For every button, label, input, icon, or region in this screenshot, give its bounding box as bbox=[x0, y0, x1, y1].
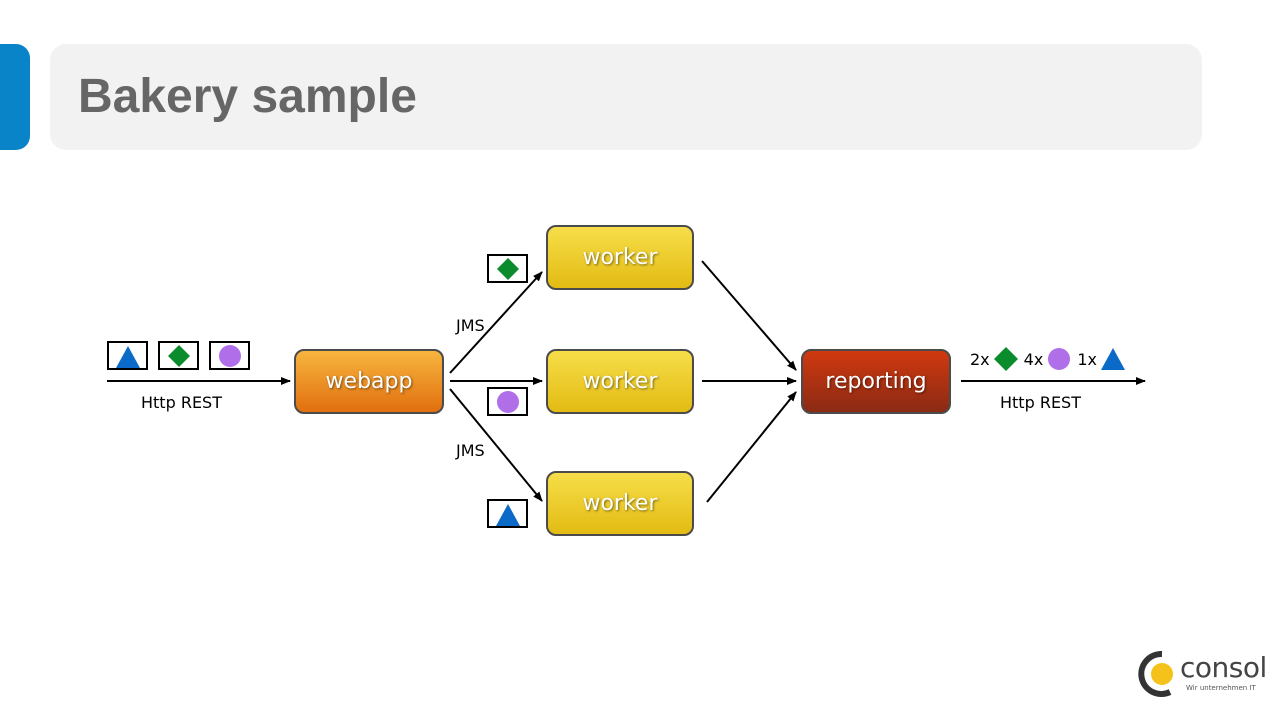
triangle-icon bbox=[116, 346, 140, 368]
output-summary: 2x 4x 1x bbox=[970, 344, 1127, 374]
input-circle-box bbox=[209, 341, 250, 370]
input-label: Http REST bbox=[141, 393, 222, 412]
worker-node-middle: worker bbox=[546, 349, 694, 414]
worker-middle-circle-box bbox=[487, 387, 528, 416]
consol-logo-icon bbox=[1138, 650, 1173, 697]
circle-icon bbox=[497, 391, 519, 413]
jms-label-upper: JMS bbox=[456, 316, 485, 335]
logo-tagline: Wir unternehmen IT bbox=[1186, 684, 1256, 692]
jms-label-lower: JMS bbox=[456, 441, 485, 460]
arrow-worker-bottom-reporting bbox=[706, 391, 797, 503]
circle-icon bbox=[1048, 348, 1071, 370]
diamond-icon bbox=[497, 258, 519, 280]
accent-bar bbox=[0, 44, 30, 150]
triangle-icon bbox=[496, 504, 520, 526]
worker-node-bottom: worker bbox=[546, 471, 694, 536]
diamond-icon bbox=[168, 345, 190, 367]
logo-name: consol bbox=[1180, 651, 1267, 684]
arrow-worker-top-reporting bbox=[701, 260, 797, 371]
worker-node-top: worker bbox=[546, 225, 694, 290]
diamond-count: 2x bbox=[970, 349, 990, 369]
circle-count: 4x bbox=[1023, 349, 1044, 369]
output-label: Http REST bbox=[1000, 393, 1081, 412]
slide-title: Bakery sample bbox=[78, 70, 417, 123]
webapp-node: webapp bbox=[294, 349, 444, 414]
arrow-webapp-worker-top bbox=[449, 271, 543, 374]
worker-label: worker bbox=[582, 245, 658, 270]
worker-top-diamond-box bbox=[487, 254, 528, 283]
worker-label: worker bbox=[582, 369, 658, 394]
diamond-icon bbox=[993, 347, 1018, 371]
worker-label: worker bbox=[582, 491, 658, 516]
input-triangle-box bbox=[107, 341, 148, 370]
circle-icon bbox=[219, 345, 241, 367]
triangle-icon bbox=[1100, 348, 1125, 370]
input-diamond-box bbox=[158, 341, 199, 370]
title-panel bbox=[50, 44, 1202, 150]
triangle-count: 1x bbox=[1077, 349, 1097, 369]
webapp-label: webapp bbox=[325, 369, 413, 394]
arrow-webapp-worker-bottom bbox=[449, 388, 543, 502]
reporting-label: reporting bbox=[825, 369, 927, 394]
worker-bottom-triangle-box bbox=[487, 499, 528, 528]
reporting-node: reporting bbox=[801, 349, 951, 414]
